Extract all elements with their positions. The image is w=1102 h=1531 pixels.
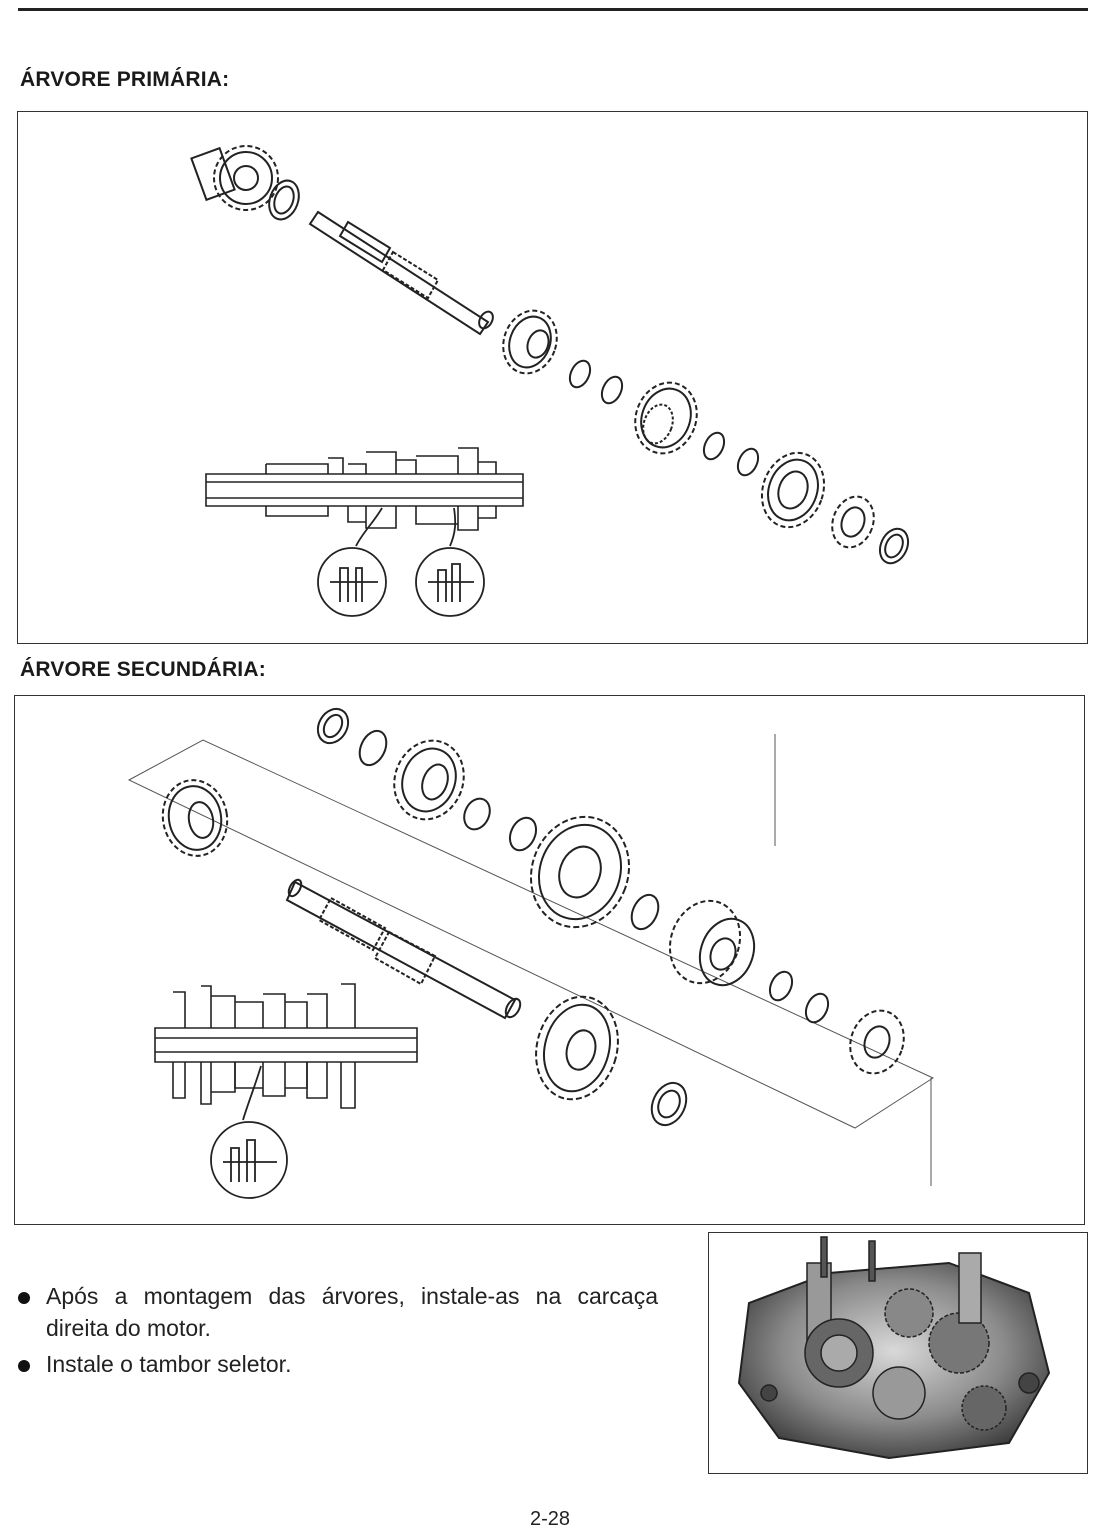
gear-icon: [529, 815, 631, 929]
instruction-item: Após a montagem das árvores, instale-as …: [18, 1280, 658, 1344]
secondary-shaft-diagram: [14, 695, 1085, 1225]
gear-icon: [535, 995, 619, 1101]
secondary-shaft-exploded-drawing: [127, 707, 935, 1199]
detail-callout-icon: [317, 507, 485, 617]
detail-callout-icon: [210, 1065, 288, 1199]
section-title-primary-shaft: ÁRVORE PRIMÁRIA:: [20, 68, 230, 91]
section-title-secondary-shaft: ÁRVORE SECUNDÁRIA:: [20, 658, 266, 681]
instruction-item: Instale o tambor seletor.: [18, 1348, 658, 1380]
engine-photo: [708, 1232, 1088, 1474]
shaft-icon: [285, 878, 522, 1020]
bullet-icon: [18, 1292, 30, 1304]
gear-icon: [831, 495, 875, 549]
bullet-icon: [18, 1360, 30, 1372]
gear-icon: [502, 309, 558, 375]
instruction-list: Após a montagem das árvores, instale-as …: [18, 1280, 658, 1384]
primary-shaft-diagram: [17, 111, 1088, 644]
gear-icon: [668, 899, 756, 987]
gear-icon: [849, 1009, 905, 1075]
top-rule: [18, 8, 1088, 11]
instruction-text: Após a montagem das árvores, instale-as …: [46, 1283, 658, 1341]
instruction-text: Instale o tambor seletor.: [46, 1351, 292, 1377]
assembled-shaft-icon: [205, 447, 524, 531]
gear-icon: [190, 145, 279, 211]
shaft-icon: [308, 210, 494, 336]
gear-icon: [634, 381, 698, 455]
gear-icon: [393, 739, 465, 821]
primary-shaft-exploded-drawing: [190, 145, 910, 617]
engine-crankcase-photo-drawing: [737, 1236, 1051, 1460]
gear-icon: [161, 779, 229, 857]
gear-icon: [760, 451, 826, 529]
assembled-shaft-icon: [154, 983, 418, 1109]
